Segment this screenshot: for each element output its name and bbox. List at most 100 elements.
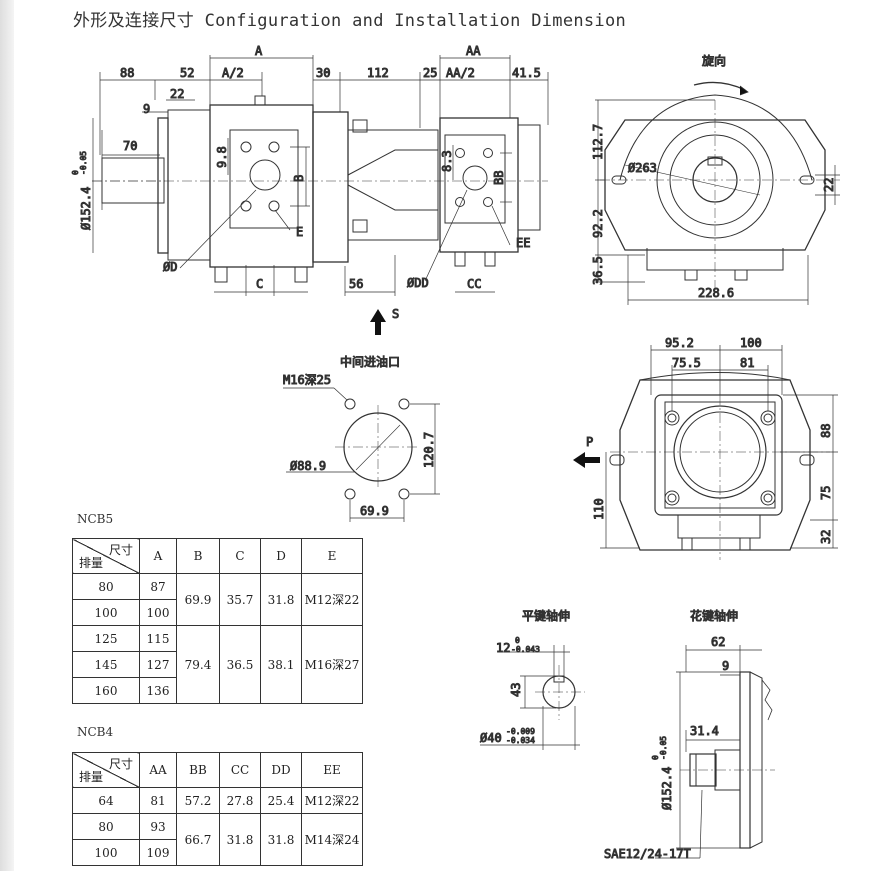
svg-text:8.3: 8.3 <box>440 150 454 172</box>
svg-text:70: 70 <box>123 139 137 153</box>
svg-text:AA: AA <box>466 44 481 58</box>
svg-text:36.5: 36.5 <box>591 256 605 285</box>
ncb5-header-b: B <box>176 538 220 574</box>
svg-text:M16深25: M16深25 <box>283 373 331 387</box>
svg-text:43: 43 <box>509 683 523 697</box>
keyed-shaft-section <box>535 665 585 720</box>
svg-text:中间进油口: 中间进油口 <box>340 354 400 369</box>
ncb5-label: NCB5 <box>77 512 114 526</box>
ncb4-label: NCB4 <box>77 725 114 739</box>
suction-arrow-icon <box>370 309 386 335</box>
svg-text:Ø152.4: Ø152.4 <box>660 767 674 810</box>
svg-text:9: 9 <box>143 102 150 116</box>
ncb4-corner-cell: 尺寸 排量 <box>72 752 140 788</box>
svg-text:120.7: 120.7 <box>422 432 436 468</box>
ncb5-header-d: D <box>260 538 302 574</box>
svg-text:B: B <box>292 175 306 182</box>
inlet-port-flange <box>335 398 420 500</box>
svg-text:EE: EE <box>516 236 530 250</box>
ncb5-corner-cell: 尺寸 排量 <box>72 538 140 574</box>
svg-text:CC: CC <box>467 277 481 291</box>
svg-text:9.8: 9.8 <box>215 146 229 168</box>
front-view <box>609 372 830 560</box>
svg-text:81: 81 <box>740 356 754 370</box>
svg-text:52: 52 <box>180 66 194 80</box>
svg-text:75.5: 75.5 <box>672 356 701 370</box>
table-row: 100 109 <box>72 839 363 866</box>
ncb4-header-bb: BB <box>176 752 220 788</box>
drive-shaft <box>101 157 165 204</box>
svg-text:22: 22 <box>822 178 836 192</box>
table-row: 64 81 57.2 27.8 25.4 M12深22 <box>72 787 363 814</box>
ncb5-header-c: C <box>219 538 261 574</box>
svg-text:62: 62 <box>711 635 725 649</box>
ncb4-table: 尺寸 排量 AA BB CC DD EE 64 81 57.2 27.8 25.… <box>72 752 363 866</box>
svg-text:平键轴伸: 平键轴伸 <box>522 608 570 623</box>
svg-text:旋向: 旋向 <box>702 53 726 68</box>
pressure-arrow-icon <box>573 452 600 468</box>
svg-text:100: 100 <box>740 336 762 350</box>
end-housing <box>604 119 826 251</box>
svg-text:0: 0 <box>515 636 520 645</box>
svg-text:9: 9 <box>722 659 729 673</box>
svg-text:25: 25 <box>423 66 437 80</box>
svg-text:-0.009: -0.009 <box>506 727 535 736</box>
svg-text:-0.034: -0.034 <box>506 736 535 745</box>
table-row: 125 115 79.4 36.5 38.1 M16深27 <box>72 625 363 704</box>
center-housing <box>312 111 349 263</box>
svg-text:32: 32 <box>819 530 833 544</box>
svg-text:S: S <box>392 307 399 321</box>
svg-text:ØD: ØD <box>163 260 177 274</box>
svg-text:110: 110 <box>592 498 606 520</box>
svg-text:-0.05: -0.05 <box>79 151 88 175</box>
page-title: 外形及连接尺寸 Configuration and Installation D… <box>73 11 627 31</box>
svg-text:228.6: 228.6 <box>698 286 734 300</box>
spline-shaft-view <box>680 671 775 849</box>
svg-text:31.4: 31.4 <box>690 724 719 738</box>
svg-text:P: P <box>586 435 593 449</box>
end-view <box>600 81 840 290</box>
svg-text:112: 112 <box>367 66 389 80</box>
svg-text:Ø88.9: Ø88.9 <box>290 459 326 473</box>
svg-text:E: E <box>296 225 303 239</box>
svg-text:Ø40: Ø40 <box>480 731 502 745</box>
front-port-bore <box>249 159 281 191</box>
table-row: 145 127 <box>72 651 363 678</box>
svg-text:0: 0 <box>71 170 80 175</box>
svg-text:-0.043: -0.043 <box>511 645 540 654</box>
svg-text:ØDD: ØDD <box>407 276 429 290</box>
front-port-pad <box>229 129 299 229</box>
table-row: 80 87 69.9 35.7 31.8 M12深22 <box>72 573 363 626</box>
svg-text:69.9: 69.9 <box>360 504 389 518</box>
svg-text:30: 30 <box>316 66 330 80</box>
rear-pump-body <box>439 117 519 253</box>
ncb5-header-a: A <box>139 538 177 574</box>
ncb4-header-dd: DD <box>260 752 302 788</box>
svg-text:A/2: A/2 <box>222 66 244 80</box>
svg-text:BB: BB <box>492 171 506 185</box>
svg-text:Ø152.4: Ø152.4 <box>79 187 93 230</box>
svg-text:花键轴伸: 花键轴伸 <box>690 608 738 623</box>
ncb5-table: 尺寸 排量 A B C D E 80 87 69.9 35.7 31.8 M12… <box>72 538 363 704</box>
svg-text:22: 22 <box>170 87 184 101</box>
adapter-section <box>347 129 439 241</box>
mount-flange <box>157 117 169 254</box>
svg-text:12: 12 <box>496 641 510 655</box>
svg-text:41.5: 41.5 <box>512 66 541 80</box>
svg-text:AA/2: AA/2 <box>446 66 475 80</box>
svg-text:-0.05: -0.05 <box>659 736 668 760</box>
ncb4-header-aa: AA <box>139 752 177 788</box>
svg-text:112.7: 112.7 <box>591 124 605 160</box>
svg-text:92.2: 92.2 <box>591 209 605 238</box>
svg-text:SAE12/24-17T: SAE12/24-17T <box>604 847 691 861</box>
svg-text:95.2: 95.2 <box>665 336 694 350</box>
svg-text:88: 88 <box>819 424 833 438</box>
front-housing <box>619 379 811 551</box>
table-row: 80 93 66.7 31.8 31.8 M14深24 <box>72 813 363 866</box>
table-row: 160 136 <box>72 677 363 704</box>
svg-text:56: 56 <box>349 277 363 291</box>
svg-text:0: 0 <box>651 755 660 760</box>
svg-text:A: A <box>255 44 263 58</box>
svg-text:88: 88 <box>120 66 134 80</box>
